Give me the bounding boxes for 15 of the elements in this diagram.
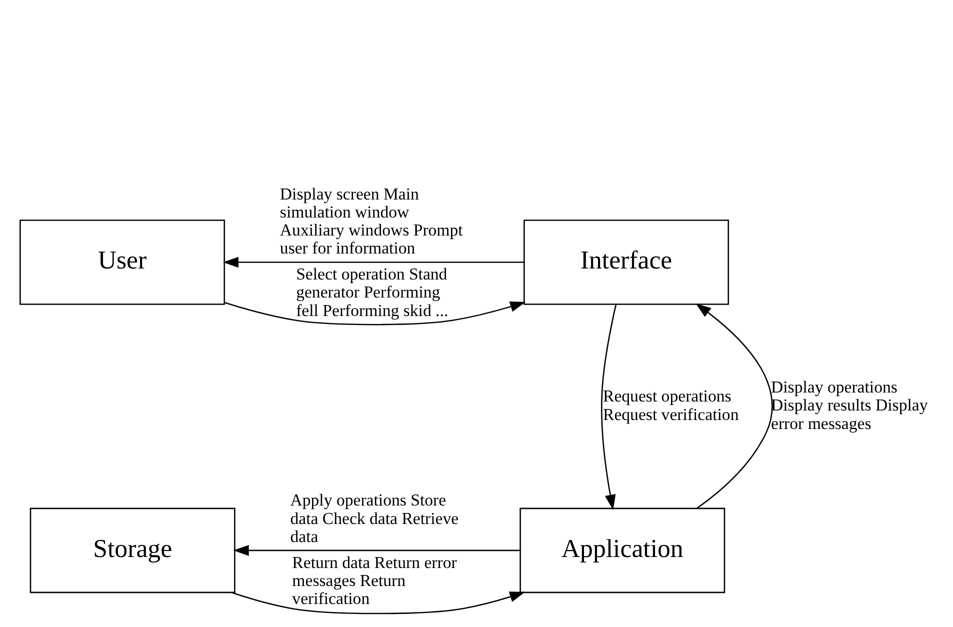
arrow [695, 303, 772, 509]
arrow [230, 592, 525, 614]
node-box: Application [519, 508, 725, 594]
edge-label: Select operation Stand generator Performing fell Performing skid ... [296, 264, 448, 320]
edge-label: Display screen Main simulation window Auxiliary windows Prompt user for information [279, 184, 462, 258]
arrow [224, 301, 526, 326]
arrow [600, 304, 616, 510]
node-box: User [19, 220, 224, 305]
node-box: Storage [29, 508, 235, 594]
node-box: Interface [523, 220, 728, 305]
edge-label: Request operations Request verification [602, 386, 738, 424]
edge-label: Return data Return error messages Return verification [292, 552, 456, 608]
edge-label: Apply operations Store data Check data Retrieve data [290, 490, 458, 546]
arrow [232, 545, 520, 556]
arrow [222, 256, 524, 268]
